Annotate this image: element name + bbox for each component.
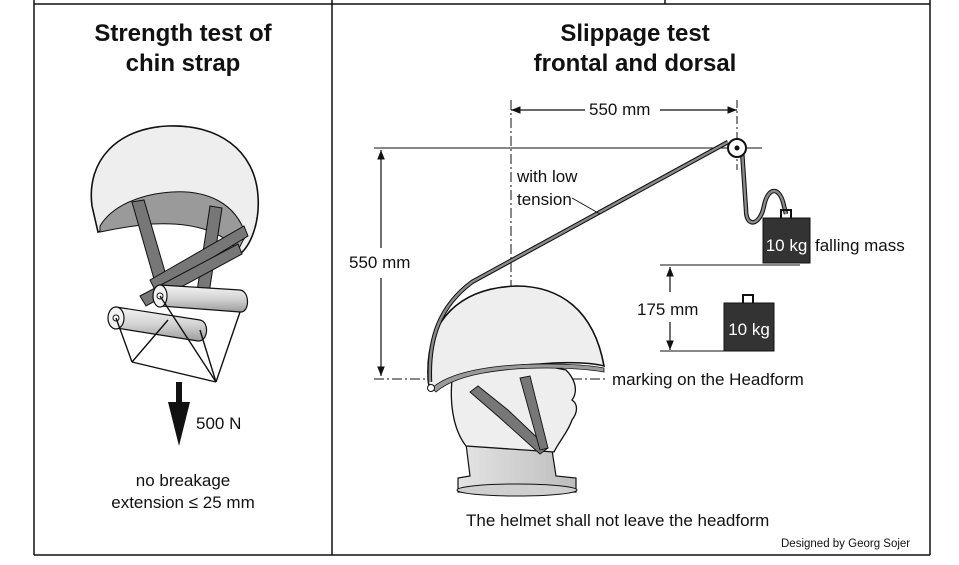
credit-text: Designed by Georg Sojer — [781, 538, 911, 550]
pulley-icon — [727, 138, 747, 158]
vertical-dimension-label: 550 mm — [349, 253, 411, 272]
mass-upper — [762, 209, 811, 264]
right-title-line2: frontal and dorsal — [533, 50, 737, 77]
tension-line1: with low — [517, 167, 578, 186]
slippage-helmet — [427, 285, 606, 393]
mass-upper-label: 10 kg — [765, 236, 808, 255]
tension-line2: tension — [517, 190, 572, 209]
table-frame — [33, 0, 931, 556]
mass-lower — [723, 294, 775, 352]
falling-mass-label: falling mass — [815, 236, 905, 255]
left-title-line2: chin strap — [125, 50, 241, 77]
drop-dimension-label: 175 mm — [637, 300, 699, 319]
marking-label: marking on the Headform — [612, 370, 804, 389]
requirement-text: The helmet shall not leave the headform — [466, 511, 770, 530]
mass-lower-label: 10 kg — [728, 320, 770, 339]
left-title-line1: Strength test of — [94, 20, 272, 47]
result-line2: extension ≤ 25 mm — [111, 493, 255, 512]
tension-leader — [571, 197, 601, 215]
chin-strap-helmet — [90, 125, 260, 307]
horizontal-dimension-label: 550 mm — [589, 100, 651, 119]
arrow-down-icon — [168, 382, 190, 446]
right-title-line1: Slippage test — [560, 20, 710, 47]
roller-assembly — [107, 284, 249, 383]
force-label: 500 N — [196, 414, 242, 433]
rope — [427, 140, 789, 383]
result-line1: no breakage — [135, 471, 231, 490]
headform — [450, 362, 578, 497]
